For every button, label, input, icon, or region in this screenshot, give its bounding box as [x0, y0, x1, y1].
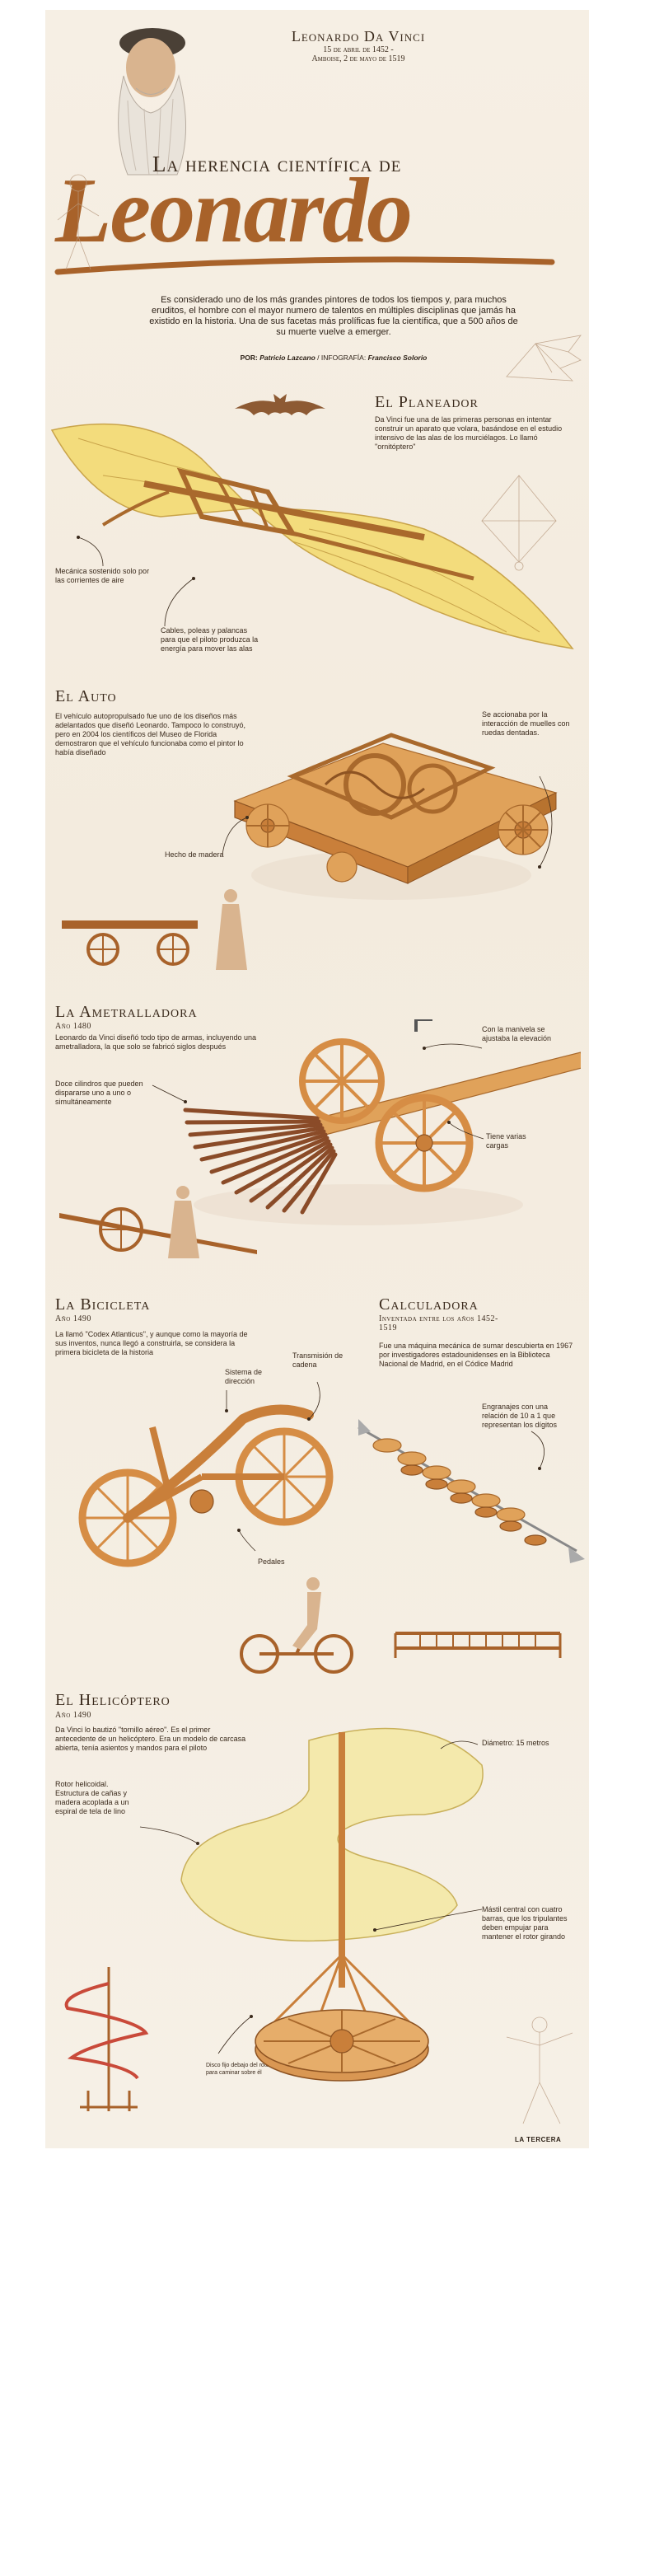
- helicoptero-text: Da Vinci lo bautizó "tornillo aéreo". Es…: [55, 1726, 246, 1752]
- title-small: La herencia científica de: [152, 152, 402, 176]
- gun-silhouette: [59, 1186, 257, 1258]
- glider-illustration: [50, 423, 574, 650]
- ametralladora-leaders: [152, 1043, 484, 1140]
- bicicleta-text: La llamó "Codex Atlanticus", y aunque co…: [55, 1330, 248, 1356]
- da-vinci-name: Leonardo Da Vinci: [291, 28, 426, 44]
- self-propelled-cart-illustration: [233, 733, 558, 900]
- death-date: Amboise, 2 de mayo de 1519: [311, 54, 405, 63]
- infographic: Leonardo Da Vinci 15 de abril de 1452 - …: [45, 10, 589, 2148]
- ametralladora-year: Año 1480: [55, 1022, 91, 1031]
- bicicleta-label-pedales: Pedales: [258, 1557, 285, 1566]
- calculator-illustration: [358, 1419, 585, 1563]
- credits: POR: Patricio Lazcano / INFOGRAFÍA: Fran…: [198, 354, 470, 362]
- ametralladora-label-cargas: Tiene varias cargas: [486, 1132, 526, 1150]
- planeador-text: Da Vinci fue una de las primeras persona…: [375, 415, 563, 451]
- birth-date: 15 de abril de 1452 -: [323, 45, 394, 54]
- helicoptero-label-mastil: Mástil central con cuatro barras, que lo…: [482, 1905, 568, 1941]
- bat-silhouette: [235, 394, 325, 415]
- figure-sketch-left: [57, 174, 100, 270]
- helicoptero-year: Año 1490: [55, 1711, 91, 1720]
- title-leonardo: Leonardo: [55, 160, 413, 262]
- bicicleta-label-transmision: Transmisión de cadena: [292, 1351, 344, 1369]
- credits-designer: Francisco Solorio: [367, 354, 428, 362]
- planeador-label-cables: Cables, poleas y palancas para que el pi…: [161, 626, 259, 653]
- leonardo-portrait: [118, 28, 186, 176]
- planeador-leaders: [77, 536, 195, 627]
- calculadora-year: Inventada entre los años 1452-1519: [379, 1314, 498, 1332]
- calculadora-text: Fue una máquina mecánica de sumar descub…: [379, 1342, 573, 1368]
- planeador-title: El Planeador: [375, 393, 479, 411]
- wing-sketch: [506, 335, 582, 382]
- planeador-label-mecanica: Mecánica sostenido solo por las corrient…: [55, 567, 150, 584]
- auto-text: El vehículo autopropulsado fue uno de lo…: [55, 712, 245, 756]
- helicoptero-label-diametro: Diámetro: 15 metros: [482, 1739, 549, 1747]
- bicicleta-leaders: [225, 1381, 320, 1552]
- helicoptero-leaders: [139, 1740, 483, 2054]
- ametralladora-text: Leonardo da Vinci diseñó todo tipo de ar…: [55, 1033, 257, 1051]
- auto-title: El Auto: [55, 687, 117, 705]
- credits-sep: / INFOGRAFÍA:: [317, 354, 367, 362]
- intro-text: Es considerado uno de los más grandes pi…: [149, 295, 518, 337]
- cart-silhouette: [62, 889, 247, 970]
- helicoptero-label-disco: Disco fijo debajo del rotor para caminar…: [206, 2063, 271, 2076]
- bicicleta-label-direccion: Sistema de dirección: [225, 1368, 263, 1385]
- calculadora-label-engranajes: Engranajes con una relación de 10 a 1 qu…: [482, 1403, 558, 1429]
- ametralladora-label-manivela: Con la manivela se ajustaba la elevación: [482, 1025, 552, 1042]
- helicoptero-title: El Helicóptero: [55, 1691, 171, 1709]
- calculator-silhouette: [394, 1632, 562, 1658]
- auto-label-madera: Hecho de madera: [165, 850, 224, 859]
- parachute-sketch: [481, 475, 557, 571]
- credits-author: Patricio Lazcano: [259, 354, 315, 362]
- bicycle-illustration: [78, 1404, 334, 1567]
- credits-by: POR:: [240, 354, 258, 362]
- machine-gun-illustration: [183, 1019, 581, 1225]
- footer-brand: LA TERCERA: [515, 2136, 562, 2143]
- helicopter-illustration: [180, 1727, 484, 2082]
- ametralladora-label-cilindros: Doce cilindros que pueden dispararse uno…: [55, 1080, 143, 1106]
- ametralladora-title: La Ametralladora: [55, 1003, 198, 1021]
- bicicleta-year: Año 1490: [55, 1314, 91, 1323]
- calculadora-title: Calculadora: [379, 1295, 479, 1314]
- figure-sketch-right: [506, 2016, 573, 2124]
- helicoptero-label-rotor: Rotor helicoidal. Estructura de cañas y …: [55, 1780, 129, 1815]
- cyclist-silhouette: [240, 1577, 353, 1674]
- spiral-screw-sketch: [64, 1967, 149, 2111]
- bicicleta-title: La Bicicleta: [55, 1295, 151, 1314]
- title-swash: [54, 256, 555, 275]
- auto-label-accion: Se accionaba por la interacción de muell…: [482, 710, 570, 737]
- auto-leaders: [222, 775, 553, 869]
